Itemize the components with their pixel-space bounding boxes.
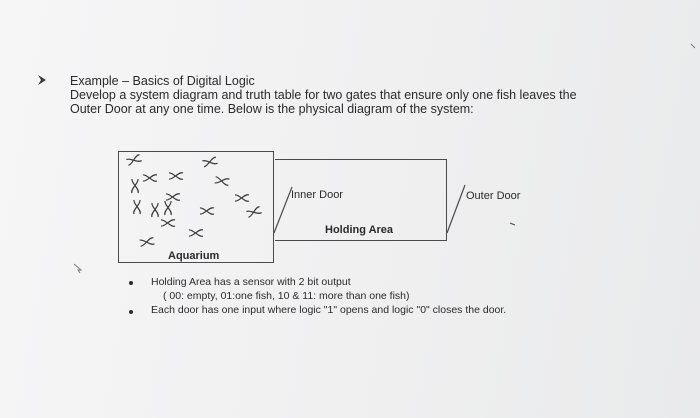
cursor-icon [73, 263, 83, 274]
inner-door-label: Inner Door [291, 189, 343, 201]
fish-icon [164, 200, 172, 216]
bullet-sensor-detail: ( 00: empty, 01:one fish, 10 & 11: more … [163, 290, 410, 302]
fish-icon [165, 193, 181, 201]
fish-icon [168, 172, 184, 180]
arrow-bullet-icon [38, 75, 46, 85]
bullet-sensor: Holding Area has a sensor with 2 bit out… [151, 276, 351, 288]
bullet-dot-1 [129, 281, 133, 285]
fish-icon [131, 178, 139, 194]
fish-icon [160, 219, 176, 227]
fish-icon [151, 202, 159, 218]
fish-icon [188, 229, 204, 237]
small-dash [509, 222, 516, 226]
holding-area-label: Holding Area [325, 224, 394, 236]
aquarium-box [118, 151, 274, 263]
tick-mark [690, 43, 696, 49]
fish-icon [142, 174, 158, 182]
fish-icon [133, 199, 141, 215]
fish-icon [199, 207, 215, 215]
outer-door-label: Outer Door [466, 190, 521, 202]
holding-area-box [275, 159, 447, 241]
bullet-dot-2 [129, 310, 133, 314]
fish-icon [139, 237, 155, 247]
bullet-door-input: Each door has one input where logic "1" … [151, 304, 507, 316]
aquarium-label: Aquarium [168, 250, 220, 262]
description-line-1: Develop a system diagram and truth table… [70, 88, 577, 102]
fish-icon [234, 194, 250, 202]
inner-door-line [273, 186, 293, 234]
fish-icon [202, 156, 218, 168]
example-heading: Example – Basics of Digital Logic [70, 74, 255, 88]
outer-door-line [446, 184, 466, 234]
fish-icon [214, 176, 230, 186]
fish-icon [126, 154, 143, 166]
fish-icon [246, 206, 263, 218]
description-line-2: Outer Door at any one time. Below is the… [70, 102, 474, 116]
